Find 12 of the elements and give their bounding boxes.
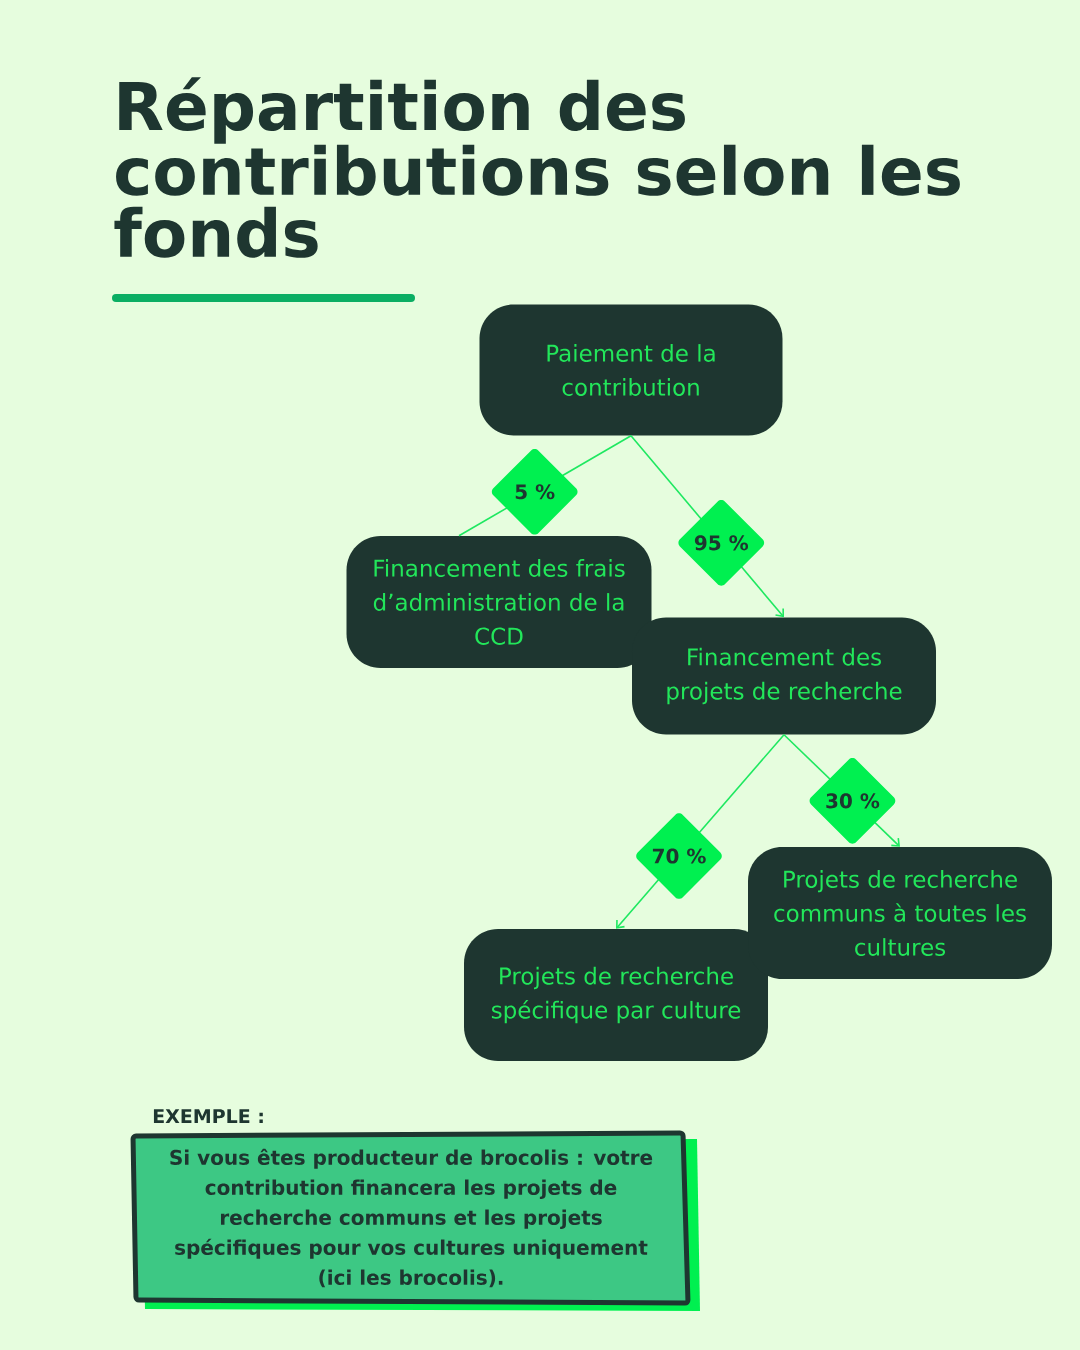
process-box: Projets de recherche spécifique par culture <box>464 929 768 1061</box>
process-box: Projets de recherche communs à toutes les cultures <box>748 847 1052 979</box>
example-heading: EXEMPLE : <box>153 1109 263 1123</box>
edge-label: 95 % <box>678 500 765 586</box>
edge-label: 70 % <box>636 813 722 899</box>
process-box: Financement des projets de recherche <box>632 617 936 735</box>
example-box: Si vous êtes producteur de brocolis : votre contribution financera les projets de recherche communs et les projets spécifiques pour vos cultures uniquement (ici les brocolis). <box>130 1130 700 1311</box>
edge-label: 30 % <box>809 758 896 844</box>
process-box: Paiement de la contribution <box>479 304 783 436</box>
process-box: Financement des frais d’administration de la CCD <box>346 536 652 668</box>
edge-label: 5 % <box>491 448 578 535</box>
title: Répartition des contributions selon les fonds <box>114 77 960 258</box>
